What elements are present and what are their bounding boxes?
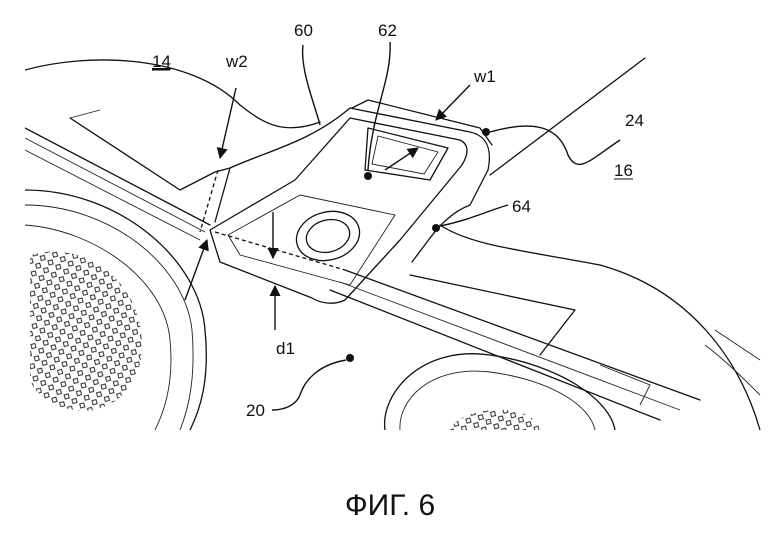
recess-boss-inner — [303, 215, 354, 257]
recess-floor — [228, 195, 395, 285]
label-60: 60 — [294, 21, 313, 40]
dot-62 — [364, 172, 372, 180]
label-62: 62 — [378, 21, 397, 40]
recess-boss-outer — [291, 205, 365, 268]
leader-20 — [272, 360, 346, 410]
label-14: 14 — [152, 52, 171, 71]
recess-window-inner — [372, 136, 438, 174]
lower-rail-2 — [340, 282, 680, 410]
leader-64 — [440, 205, 508, 226]
label-d1: d1 — [276, 339, 295, 358]
d1-dashed-line — [215, 232, 345, 270]
upper-right-edge — [490, 58, 645, 175]
leader-w1 — [436, 85, 470, 120]
right-body-edge-2 — [705, 345, 760, 395]
recess-outer — [210, 118, 467, 303]
w2-dashed-line — [200, 170, 218, 232]
arrow-62 — [385, 148, 418, 170]
right-body-outline — [440, 225, 760, 430]
label-w2: w2 — [225, 52, 248, 71]
lower-band — [410, 275, 575, 355]
leader-24 — [490, 126, 620, 164]
label-20: 20 — [246, 401, 265, 420]
label-w1: w1 — [473, 67, 496, 86]
label-64: 64 — [512, 197, 531, 216]
left-speaker-grille — [30, 251, 142, 410]
leader-60 — [303, 45, 320, 125]
right-body-edge-3 — [715, 330, 760, 360]
dot-20 — [346, 354, 354, 362]
label-16: 16 — [614, 161, 633, 180]
leaders — [185, 42, 620, 410]
dot-64 — [432, 224, 440, 232]
label-24: 24 — [625, 111, 644, 130]
leader-w2-lower — [185, 240, 207, 300]
right-speaker-grille — [450, 410, 540, 430]
upper-rail — [25, 128, 210, 225]
left-body-outline — [25, 60, 320, 128]
upper-rail-2 — [25, 138, 205, 232]
figure-caption: ФИГ. 6 — [345, 489, 435, 522]
leader-w2 — [220, 88, 236, 158]
lower-rail-3 — [345, 270, 700, 400]
recess-window — [365, 128, 448, 180]
leader-62 — [368, 42, 390, 170]
boss-outer — [215, 108, 489, 262]
upper-band-inner — [70, 110, 100, 118]
device-drawing — [25, 58, 760, 430]
dot-24 — [482, 128, 490, 136]
lower-rail-1 — [330, 290, 660, 420]
upper-band-edge — [70, 118, 230, 190]
